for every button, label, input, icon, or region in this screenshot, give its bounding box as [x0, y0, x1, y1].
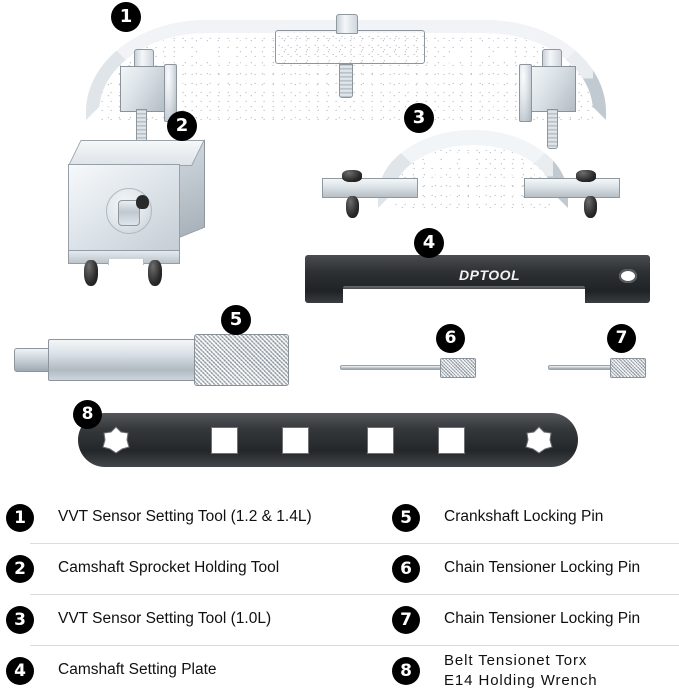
- tool-image-vvt-sensor-setting-tool-small: 3: [320, 104, 620, 218]
- torx-star-hole-left: [102, 426, 130, 454]
- legend-item-3: 3 VVT Sensor Setting Tool (1.0L): [2, 594, 394, 645]
- callout-badge-2: 2: [168, 112, 196, 140]
- legend-badge: 2: [6, 554, 34, 583]
- hanging-hole: [619, 269, 637, 283]
- tool-image-belt-tensioner-torx-holding-wrench: 8: [74, 401, 578, 477]
- legend-item-8: 8 Belt Tensionet Torx E14 Holding Wrench: [388, 645, 679, 696]
- brand-logo: DPTOOL: [459, 267, 521, 283]
- callout-badge-5: 5: [222, 306, 250, 334]
- legend-item-5: 5 Crankshaft Locking Pin: [388, 492, 679, 543]
- legend-label: VVT Sensor Setting Tool (1.0L): [58, 610, 272, 628]
- legend-badge: 3: [6, 605, 34, 634]
- legend-separator: [30, 645, 679, 646]
- center-bolt: [118, 200, 140, 226]
- center-stud: [339, 64, 353, 98]
- square-hole: [211, 427, 238, 454]
- tool-image-vvt-sensor-setting-tool-large: 1: [60, 3, 630, 149]
- legend-badge: 6: [392, 554, 420, 583]
- torx-star-hole-right: [525, 426, 553, 454]
- callout-badge-1: 1: [112, 3, 140, 31]
- callout-badge-8: 8: [74, 401, 101, 428]
- legend-row: 1 VVT Sensor Setting Tool (1.2 & 1.4L) 5…: [0, 492, 679, 543]
- tool-image-chain-tensioner-locking-pin-long: 6: [340, 325, 476, 382]
- product-photo: 1 2 3 DPTOOL 4: [14, 3, 658, 477]
- bolt-shadow: [136, 195, 149, 209]
- legend-item-4: 4 Camshaft Setting Plate: [2, 645, 394, 696]
- legend-badge: 4: [6, 656, 34, 685]
- legend-label: Crankshaft Locking Pin: [444, 508, 604, 526]
- legend-label-line1: Belt Tensionet Torx: [444, 651, 588, 669]
- callout-badge-7: 7: [608, 325, 635, 352]
- callout-badge-4: 4: [415, 229, 443, 257]
- legend-item-2: 2 Camshaft Sprocket Holding Tool: [2, 543, 394, 594]
- tool-image-camshaft-sprocket-holding-tool: 2: [68, 112, 213, 286]
- legend-badge: 8: [392, 656, 420, 685]
- legend-label: Belt Tensionet Torx E14 Holding Wrench: [444, 651, 598, 691]
- legend-label: Camshaft Setting Plate: [58, 661, 217, 679]
- knurled-head: [610, 358, 646, 378]
- legend-badge: 1: [6, 503, 34, 532]
- legend-badge: 5: [392, 503, 420, 532]
- center-boss: [336, 14, 358, 34]
- legend-badge: 7: [392, 605, 420, 634]
- square-hole: [367, 427, 394, 454]
- legend-item-1: 1 VVT Sensor Setting Tool (1.2 & 1.4L): [2, 492, 394, 543]
- legend-label: Chain Tensioner Locking Pin: [444, 610, 641, 628]
- legend-label: Chain Tensioner Locking Pin: [444, 559, 641, 577]
- knurled-head: [440, 358, 476, 378]
- legend-separator: [30, 543, 679, 544]
- knurled-grip: [194, 334, 289, 386]
- callout-badge-3: 3: [405, 104, 433, 132]
- legend-separator: [30, 594, 679, 595]
- square-hole: [282, 427, 309, 454]
- legend-label-line2: E14 Holding Wrench: [444, 671, 598, 689]
- legend-row: 4 Camshaft Setting Plate 8 Belt Tensione…: [0, 645, 679, 696]
- legend-item-6: 6 Chain Tensioner Locking Pin: [388, 543, 679, 594]
- legend-label: Camshaft Sprocket Holding Tool: [58, 559, 280, 577]
- legend-label: VVT Sensor Setting Tool (1.2 & 1.4L): [58, 508, 312, 526]
- square-hole: [438, 427, 465, 454]
- parts-legend: 1 VVT Sensor Setting Tool (1.2 & 1.4L) 5…: [0, 492, 679, 696]
- tool-image-chain-tensioner-locking-pin-short: 7: [548, 325, 658, 382]
- tool-image-camshaft-setting-plate: DPTOOL 4: [305, 229, 650, 310]
- legend-row: 2 Camshaft Sprocket Holding Tool 6 Chain…: [0, 543, 679, 594]
- callout-badge-6: 6: [437, 325, 464, 352]
- legend-row: 3 VVT Sensor Setting Tool (1.0L) 7 Chain…: [0, 594, 679, 645]
- legend-item-7: 7 Chain Tensioner Locking Pin: [388, 594, 679, 645]
- tool-image-crankshaft-locking-pin: 5: [14, 306, 289, 390]
